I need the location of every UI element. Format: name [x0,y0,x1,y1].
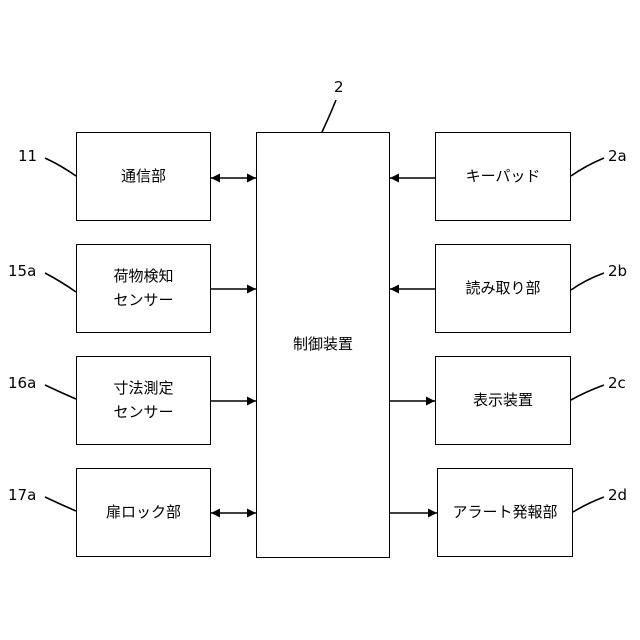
ref-label-2d: 2d [608,486,627,504]
block-label-line: 読み取り部 [465,277,540,300]
leader-line-2c [571,385,604,400]
leader-line-2 [322,100,336,132]
leader-line-2b [571,273,604,290]
ref-label-2a: 2a [608,147,627,165]
block-label-line: 通信部 [121,165,166,188]
block-label-line: センサー [113,289,173,312]
leader-line-15a [45,273,76,292]
dimension-measurement-sensor-block: 寸法測定 センサー [76,356,211,445]
ref-label-16a: 16a [8,374,36,392]
package-detection-sensor-block: 荷物検知 センサー [76,244,211,333]
alert-unit-block: アラート発報部 [437,468,573,557]
ref-label-11: 11 [18,147,37,165]
keypad-block: キーパッド [435,132,571,221]
block-label-line: アラート発報部 [452,501,557,524]
leader-line-17a [45,497,76,511]
block-label-line: 荷物検知 [113,265,173,288]
ref-label-2b: 2b [608,262,627,280]
block-label-line: 表示装置 [473,389,533,412]
controller-label: 制御装置 [293,333,353,356]
block-label-line: 寸法測定 [113,377,173,400]
block-label-line: センサー [113,401,173,424]
leader-line-16a [45,385,76,399]
ref-label-controller: 2 [334,78,344,96]
ref-label-17a: 17a [8,486,36,504]
block-label-line: 扉ロック部 [106,501,181,524]
door-lock-unit-block: 扉ロック部 [76,468,211,557]
leader-line-2a [571,158,604,176]
ref-label-2c: 2c [608,374,626,392]
leader-line-11 [45,158,76,176]
display-device-block: 表示装置 [435,356,571,445]
controller-block: 制御装置 [256,132,390,558]
block-label-line: キーパッド [466,165,541,188]
communication-unit-block: 通信部 [76,132,211,221]
ref-label-15a: 15a [8,262,36,280]
reader-unit-block: 読み取り部 [435,244,571,333]
leader-line-2d [573,497,604,512]
